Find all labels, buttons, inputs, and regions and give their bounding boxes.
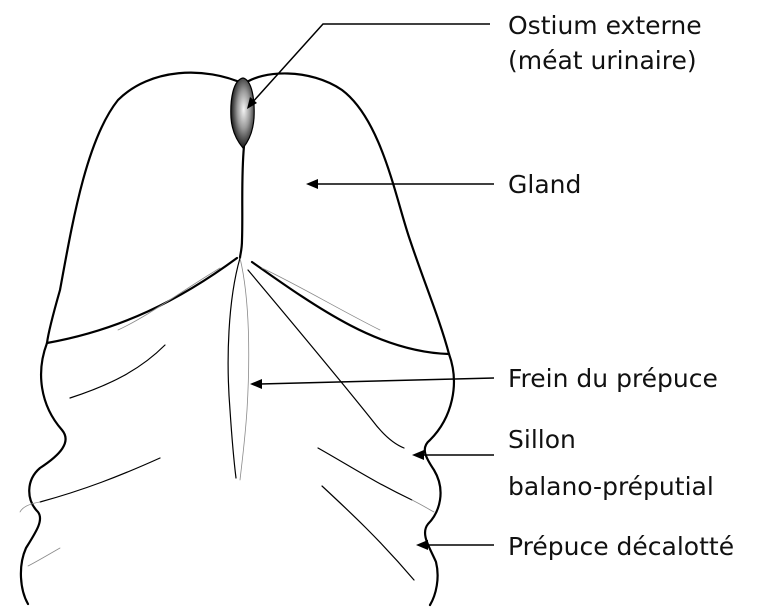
corona-left: [47, 258, 237, 343]
label-foreskin: Prépuce décalotté: [508, 532, 734, 561]
foreskin-fold-right-1: [318, 448, 412, 500]
corona-right: [252, 262, 449, 354]
arrowhead-sulcus: [412, 450, 424, 460]
glans-fold-left-faint: [118, 268, 220, 330]
foreskin-fold-left-2: [40, 458, 160, 502]
label-frenulum: Frein du prépuce: [508, 364, 718, 393]
foreskin-fold-right-3: [412, 500, 434, 512]
meatus-opening: [231, 78, 254, 148]
arrowhead-foreskin: [416, 540, 428, 550]
foreskin-fold-left-1: [70, 345, 165, 398]
shaft-right-outline: [425, 354, 454, 605]
label-glans: Gland: [508, 170, 581, 199]
frenulum-line: [240, 146, 244, 258]
shaft-left-outline: [21, 343, 66, 604]
arrowhead-glans: [306, 179, 318, 189]
label-meatus-line2: (méat urinaire): [508, 46, 697, 75]
foreskin-fold-right-2: [322, 486, 414, 580]
frenulum-inner-right: [248, 270, 404, 448]
label-meatus-line1: Ostium externe: [508, 11, 702, 40]
leader-frenulum: [260, 378, 494, 384]
glans-fold-right-faint: [262, 268, 380, 330]
leader-meatus: [251, 24, 490, 104]
frenulum-fold-right: [240, 258, 249, 480]
foreskin-fold-left-3: [28, 548, 60, 566]
frenulum-fold-left: [228, 258, 240, 478]
label-sulcus-line2: balano-préputial: [508, 472, 714, 501]
arrowhead-frenulum: [250, 379, 262, 389]
label-sulcus-line1: Sillon: [508, 425, 576, 454]
